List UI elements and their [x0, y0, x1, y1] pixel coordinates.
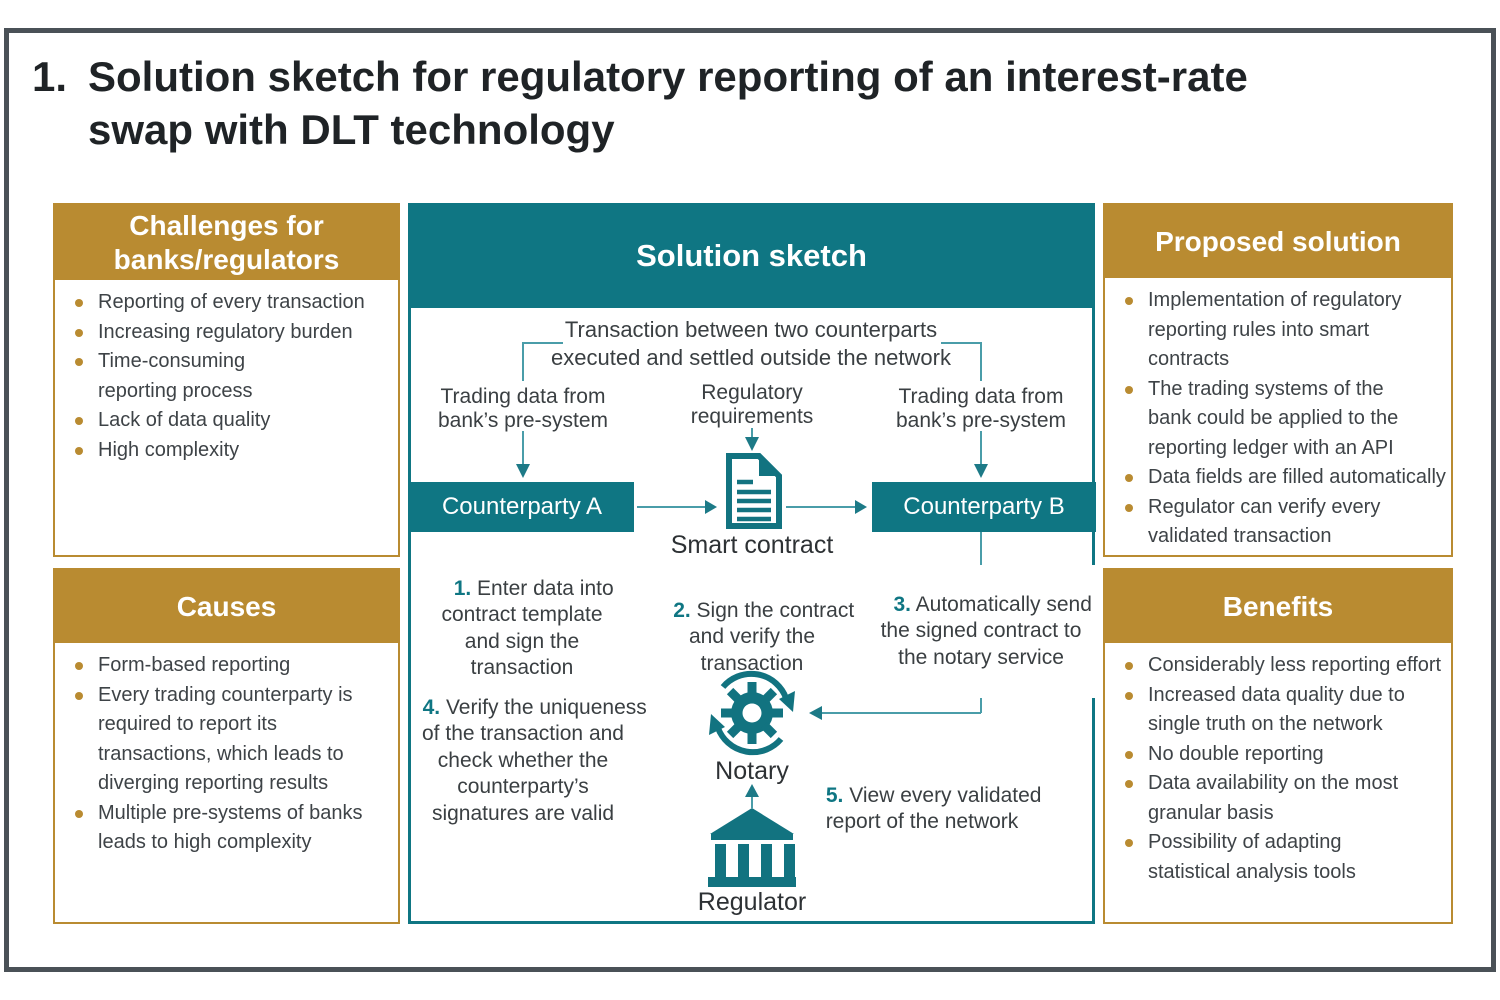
step-4-number: 4.	[422, 695, 441, 719]
bracket-left	[522, 342, 563, 381]
list-item: Multiple pre-systems of banks leads to h…	[69, 799, 390, 858]
challenges-box: Challenges for banks/regulators Reportin…	[53, 203, 400, 557]
list-item: Data availability on the most granular b…	[1119, 769, 1443, 828]
list-item: Increased data quality due to single tru…	[1119, 681, 1443, 740]
bracket-right	[941, 342, 982, 381]
list-item: The trading systems of the bank could be…	[1119, 375, 1443, 464]
list-item: Regulator can verify every validated tra…	[1119, 493, 1443, 552]
list-item: No double reporting	[1119, 740, 1443, 770]
step-2-text: Sign the contract and verify the transac…	[688, 598, 855, 675]
step-3: 3. Automatically send the signed contrac…	[865, 565, 1097, 698]
trading-data-left-label: Trading data from bank’s pre-system	[437, 385, 609, 432]
arrowhead-up-to-notary	[745, 784, 759, 797]
list-item: Implementation of regulatory reporting r…	[1119, 286, 1443, 375]
benefits-header: Benefits	[1105, 570, 1451, 643]
regulator-bank-icon	[708, 808, 796, 887]
list-item: Increasing regulatory burden	[69, 318, 390, 348]
list-item: High complexity	[69, 436, 390, 466]
step-5-number: 5.	[825, 783, 844, 807]
arrowhead-down-b	[974, 464, 988, 478]
proposed-solution-header: Proposed solution	[1105, 205, 1451, 278]
list-item: Every trading counterparty is required t…	[69, 681, 390, 799]
causes-box: Causes Form-based reporting Every tradin…	[53, 568, 400, 924]
list-item: Possibility of adapting statistical anal…	[1119, 828, 1443, 887]
list-item: Lack of data quality	[69, 406, 390, 436]
regulator-label: Regulator	[697, 888, 807, 916]
list-item: Reporting of every transaction	[69, 288, 390, 318]
step-3-number: 3.	[893, 592, 911, 616]
notary-label: Notary	[715, 757, 789, 785]
step-5-text: View every validated report of the netwo…	[825, 783, 1042, 834]
step-3-text: Automatically send the signed contract t…	[880, 592, 1092, 669]
figure-number: 1.	[32, 53, 68, 100]
causes-header: Causes	[55, 570, 398, 643]
challenges-list: Reporting of every transaction Increasin…	[55, 280, 398, 465]
step-2-number: 2.	[673, 598, 691, 622]
list-item: Considerably less reporting effort	[1119, 651, 1443, 681]
notary-process-gear-icon	[709, 670, 795, 756]
counterparty-b-box: Counterparty B	[872, 482, 1096, 532]
list-item: Time-consuming reporting process	[69, 347, 390, 406]
arrowhead-right-to-contract	[705, 500, 717, 514]
arrowhead-down-a	[516, 464, 530, 478]
figure-title: 1. Solution sketch for regulatory report…	[32, 50, 1248, 156]
trading-data-right-label: Trading data from bank’s pre-system	[895, 385, 1067, 432]
causes-list: Form-based reporting Every trading count…	[55, 643, 398, 858]
step-4-text: Verify the uniqueness of the transaction…	[422, 695, 647, 825]
step-2: 2. Sign the contract and verify the tran…	[650, 571, 854, 704]
proposed-solution-box: Proposed solution Implementation of regu…	[1103, 203, 1453, 557]
regulatory-requirements-label: Regulatory requirements	[690, 381, 814, 428]
proposed-solution-list: Implementation of regulatory reporting r…	[1105, 278, 1451, 552]
counterparty-a-box: Counterparty A	[410, 482, 634, 532]
step-1-text: Enter data into contract template and si…	[441, 576, 614, 680]
step-4: 4. Verify the uniqueness of the transact…	[399, 668, 647, 854]
benefits-box: Benefits Considerably less reporting eff…	[1103, 568, 1453, 924]
smart-contract-document-icon	[726, 453, 782, 529]
arrowhead-down-contract	[745, 437, 759, 451]
list-item: Data fields are filled automatically	[1119, 463, 1446, 493]
step-1-number: 1.	[453, 576, 472, 600]
list-item: Form-based reporting	[69, 651, 390, 681]
arrowhead-left-to-notary	[809, 706, 822, 720]
figure-title-text: Solution sketch for regulatory reporting…	[88, 53, 1248, 153]
transaction-note: Transaction between two counterparts exe…	[551, 317, 951, 370]
solution-sketch-header: Solution sketch	[408, 203, 1095, 308]
challenges-header: Challenges for banks/regulators	[55, 205, 398, 280]
benefits-list: Considerably less reporting effort Incre…	[1105, 643, 1451, 887]
step-1: 1. Enter data into contract template and…	[430, 549, 613, 708]
step-5: 5. View every validated report of the ne…	[803, 756, 1042, 862]
arrowhead-right-to-b	[855, 500, 867, 514]
smart-contract-label: Smart contract	[670, 531, 834, 559]
